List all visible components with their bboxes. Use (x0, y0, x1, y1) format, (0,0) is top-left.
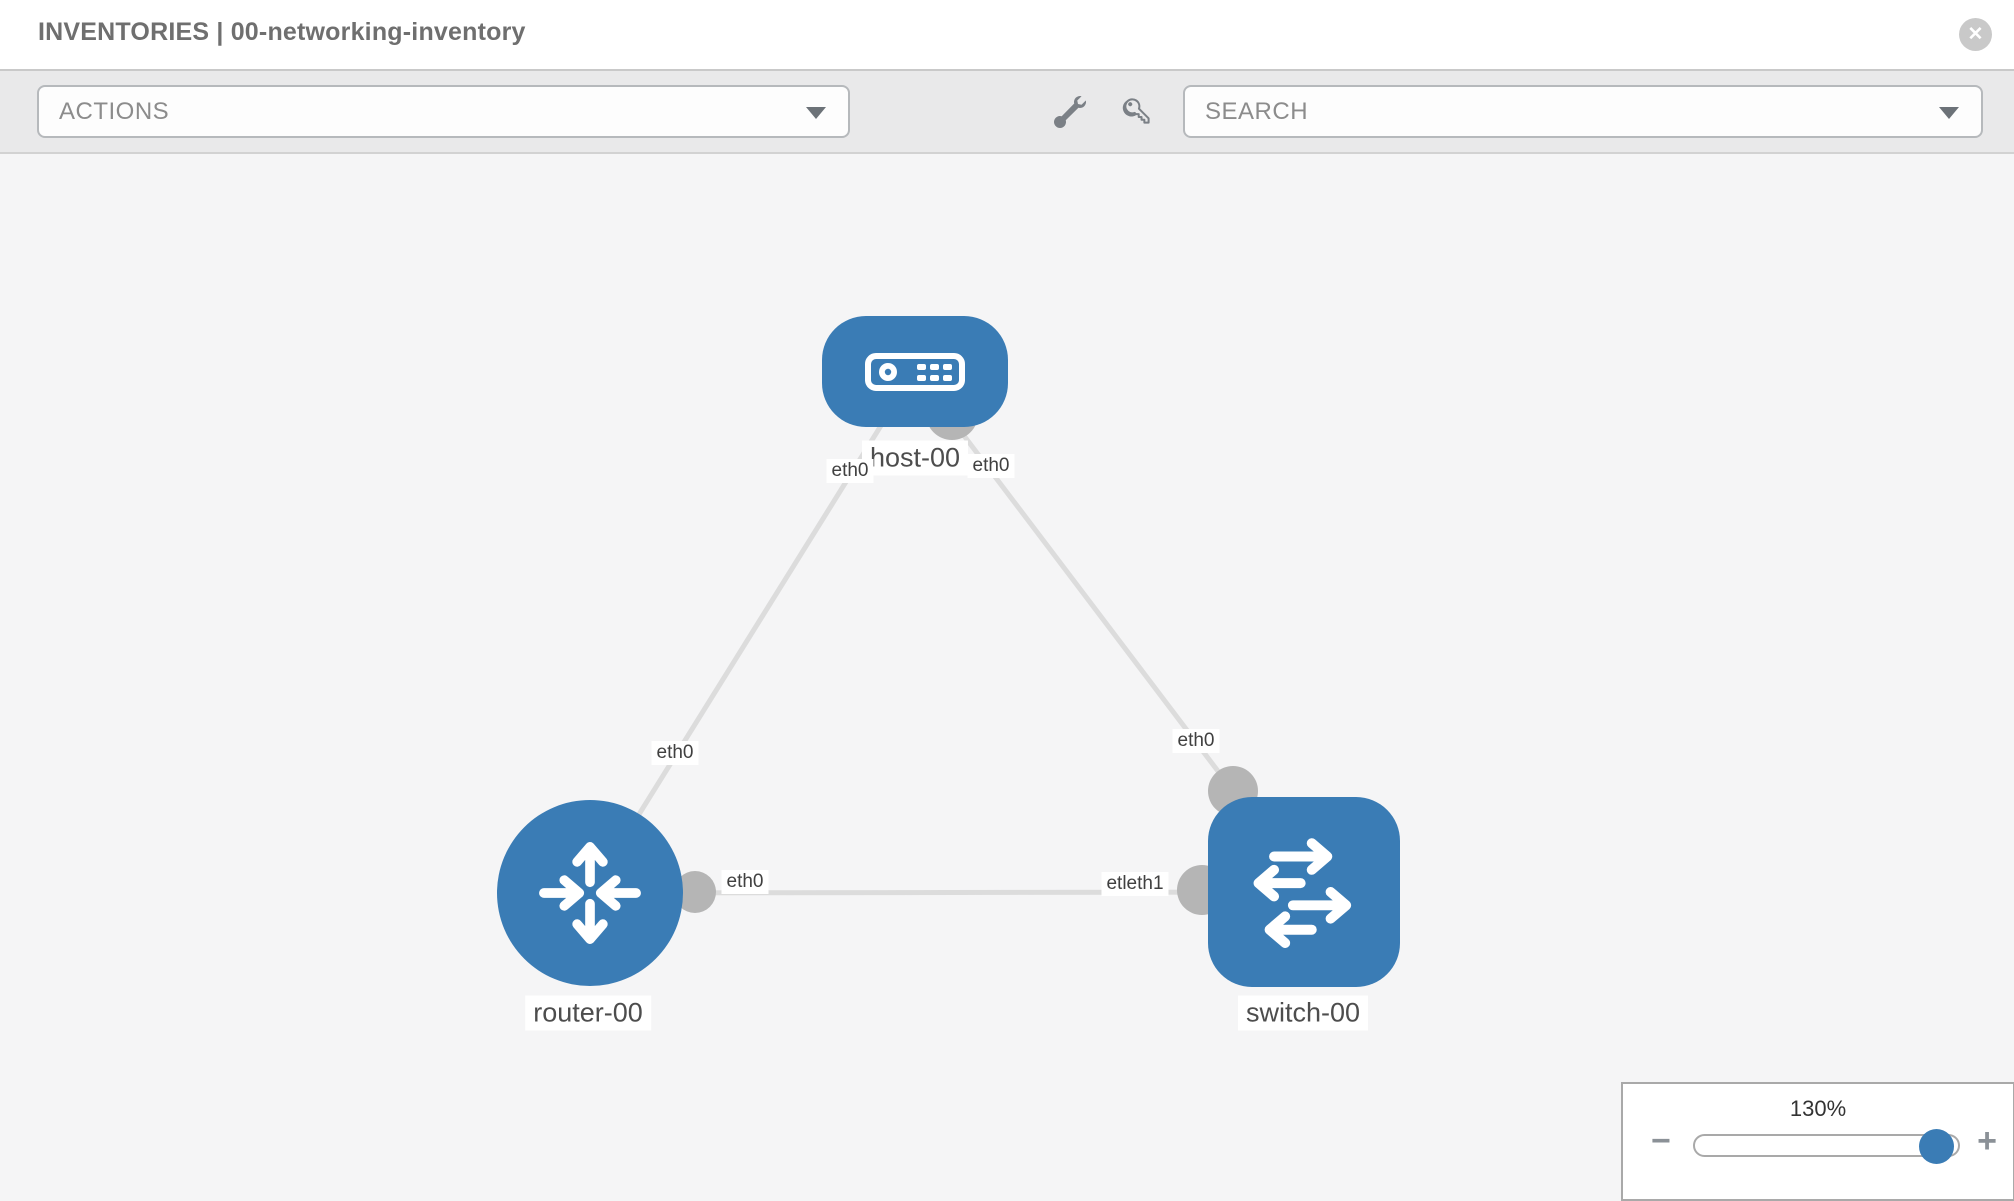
iface-label: eth0 (1172, 729, 1220, 753)
actions-dropdown[interactable]: ACTIONS (37, 85, 850, 138)
zoom-level-value: 130% (1789, 1096, 1847, 1121)
links-layer (587, 369, 1305, 896)
search-dropdown[interactable] (1183, 85, 1983, 138)
wrench-icon (1054, 95, 1086, 128)
topology-canvas[interactable]: host-00 router-00 switch-00 eth0 eth0 et… (0, 154, 2014, 1200)
close-icon[interactable]: ✕ (1959, 18, 1992, 51)
zoom-panel: 130% − + (1621, 1082, 2014, 1201)
router-icon (539, 842, 641, 944)
iface-label: eth0 (826, 459, 874, 483)
iface-label: eth0 (651, 741, 699, 765)
host-icon (865, 352, 965, 391)
link-host-router (587, 369, 918, 895)
zoom-in-button[interactable]: + (1977, 1122, 1997, 1160)
chevron-down-icon (806, 106, 826, 119)
iface-label: eth0 (967, 454, 1015, 478)
node-label-host: host-00 (861, 440, 969, 476)
node-label-switch: switch-00 (1237, 995, 1369, 1031)
key-icon (1122, 97, 1150, 124)
node-router-00[interactable] (497, 800, 683, 986)
node-label-router: router-00 (525, 995, 651, 1031)
switch-icon (1253, 838, 1352, 948)
actions-dropdown-label: ACTIONS (59, 97, 170, 125)
node-switch-00[interactable] (1208, 797, 1400, 987)
wrench-button[interactable] (1052, 95, 1088, 131)
zoom-out-button[interactable]: − (1651, 1122, 1671, 1160)
iface-label: etleth1 (1101, 872, 1169, 896)
key-button[interactable] (1120, 95, 1156, 131)
page-title: INVENTORIES | 00-networking-inventory (38, 18, 526, 46)
chevron-down-icon (1939, 106, 1959, 119)
iface-label: eth0 (721, 870, 769, 894)
zoom-slider-track[interactable] (1693, 1129, 1960, 1164)
node-host-00[interactable] (822, 316, 1008, 427)
search-input[interactable] (1205, 97, 1886, 126)
zoom-slider-thumb[interactable] (1919, 1129, 1954, 1164)
toolbar: ACTIONS (0, 71, 2014, 154)
header: INVENTORIES | 00-networking-inventory ✕ (0, 0, 2014, 71)
